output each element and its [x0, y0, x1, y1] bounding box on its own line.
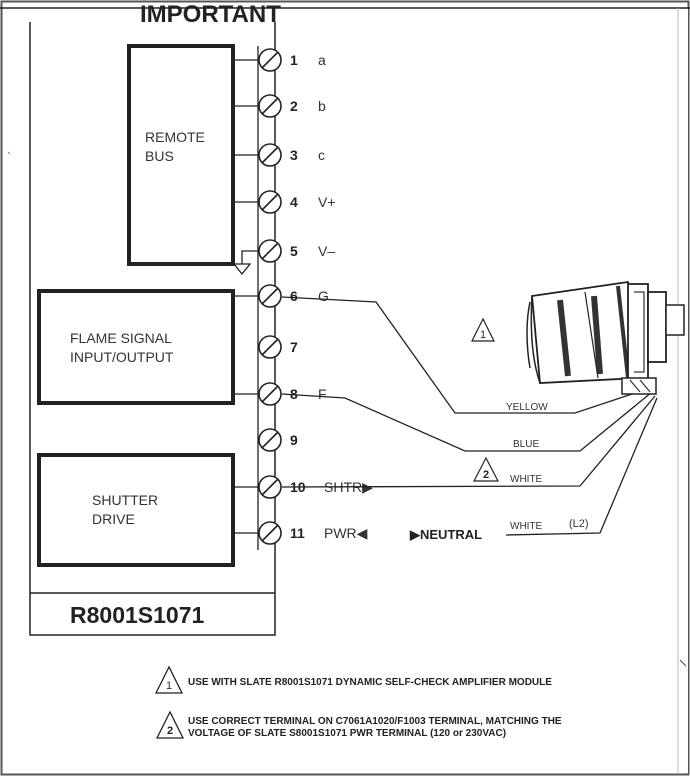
- wire-label-l2: (L2): [569, 518, 589, 530]
- terminal-3-slot: [261, 146, 279, 164]
- terminal-5-slot: [261, 242, 279, 260]
- terminal-2-slot: [261, 97, 279, 115]
- terminal-8-label: F: [318, 386, 327, 402]
- terminal-6-slot: [261, 287, 279, 305]
- terminal-11-slot: [261, 524, 279, 542]
- module-outline: [29, 22, 276, 636]
- header-title: IMPORTANT: [140, 1, 281, 28]
- svg-text:1: 1: [166, 680, 172, 692]
- wire-label-yellow: YELLOW: [506, 402, 548, 413]
- wire-label-white: WHITE: [510, 474, 543, 485]
- note-2-line-1: USE CORRECT TERMINAL ON C7061A1020/F1003…: [188, 716, 562, 727]
- terminal-5-number: 5: [290, 243, 298, 259]
- terminal-3-number: 3: [290, 147, 298, 163]
- terminal-7-slot: [261, 338, 279, 356]
- terminal-10-slot: [261, 478, 279, 496]
- terminal-4-slot: [261, 193, 279, 211]
- terminal-2-label: b: [318, 98, 326, 114]
- warning-triangle-1-icon: 1: [471, 317, 495, 342]
- terminal-7-number: 7: [290, 339, 298, 355]
- shutter-drive-line-1: SHUTTER: [92, 492, 158, 508]
- warning-triangle-2-icon: 2: [473, 456, 499, 482]
- flame-scanner-icon: [526, 280, 685, 395]
- terminal-2-number: 2: [290, 98, 298, 114]
- terminal-1-slot: [261, 51, 279, 69]
- terminal-8-number: 8: [290, 386, 298, 402]
- terminal-3-label: c: [318, 147, 325, 163]
- sensor-wires: [281, 296, 658, 536]
- ground-icon: [232, 263, 252, 276]
- stray-mark-right: [679, 659, 687, 667]
- terminal-11-number: 11: [290, 525, 305, 541]
- flame-signal-line-1: FLAME SIGNAL: [70, 330, 172, 346]
- terminal-4-label: V+: [318, 194, 336, 210]
- note-2-triangle-icon: 2: [155, 710, 185, 739]
- terminal-9-number: 9: [290, 432, 298, 448]
- internal-connections: [233, 59, 258, 534]
- terminal-1-label: a: [318, 52, 326, 68]
- note-2-line-2: VOLTAGE OF SLATE S8001S1071 PWR TERMINAL…: [188, 728, 506, 739]
- svg-text:2: 2: [167, 725, 173, 737]
- note-1-text: USE WITH SLATE R8001S1071 DYNAMIC SELF-C…: [188, 677, 552, 688]
- terminal-6-label: G: [318, 288, 329, 304]
- right-margin: [678, 9, 688, 773]
- shutter-drive-box: [37, 453, 235, 567]
- shutter-drive-line-2: DRIVE: [92, 511, 135, 527]
- terminal-1-number: 1: [290, 52, 298, 68]
- note-1-triangle-icon: 1: [154, 665, 184, 694]
- stray-mark: [7, 151, 11, 155]
- terminal-11-label: PWR◀: [324, 525, 368, 541]
- flame-signal-box: [37, 289, 235, 405]
- flame-signal-line-2: INPUT/OUTPUT: [70, 349, 174, 365]
- wire-label-blue: BLUE: [513, 439, 539, 450]
- terminal-9-slot: [261, 431, 279, 449]
- model-label: R8001S1071: [70, 602, 204, 628]
- neutral-label: ▶NEUTRAL: [409, 527, 482, 542]
- svg-text:1: 1: [480, 329, 486, 341]
- remote-bus-line-2: BUS: [145, 148, 174, 164]
- wire-label-white-l2: WHITE: [510, 521, 543, 532]
- terminal-6-number: 6: [290, 288, 298, 304]
- terminal-8-slot: [261, 385, 279, 403]
- remote-bus-line-1: REMOTE: [145, 129, 205, 145]
- terminal-4-number: 4: [290, 194, 298, 210]
- terminal-5-label: V–: [318, 243, 335, 259]
- svg-text:2: 2: [483, 469, 489, 481]
